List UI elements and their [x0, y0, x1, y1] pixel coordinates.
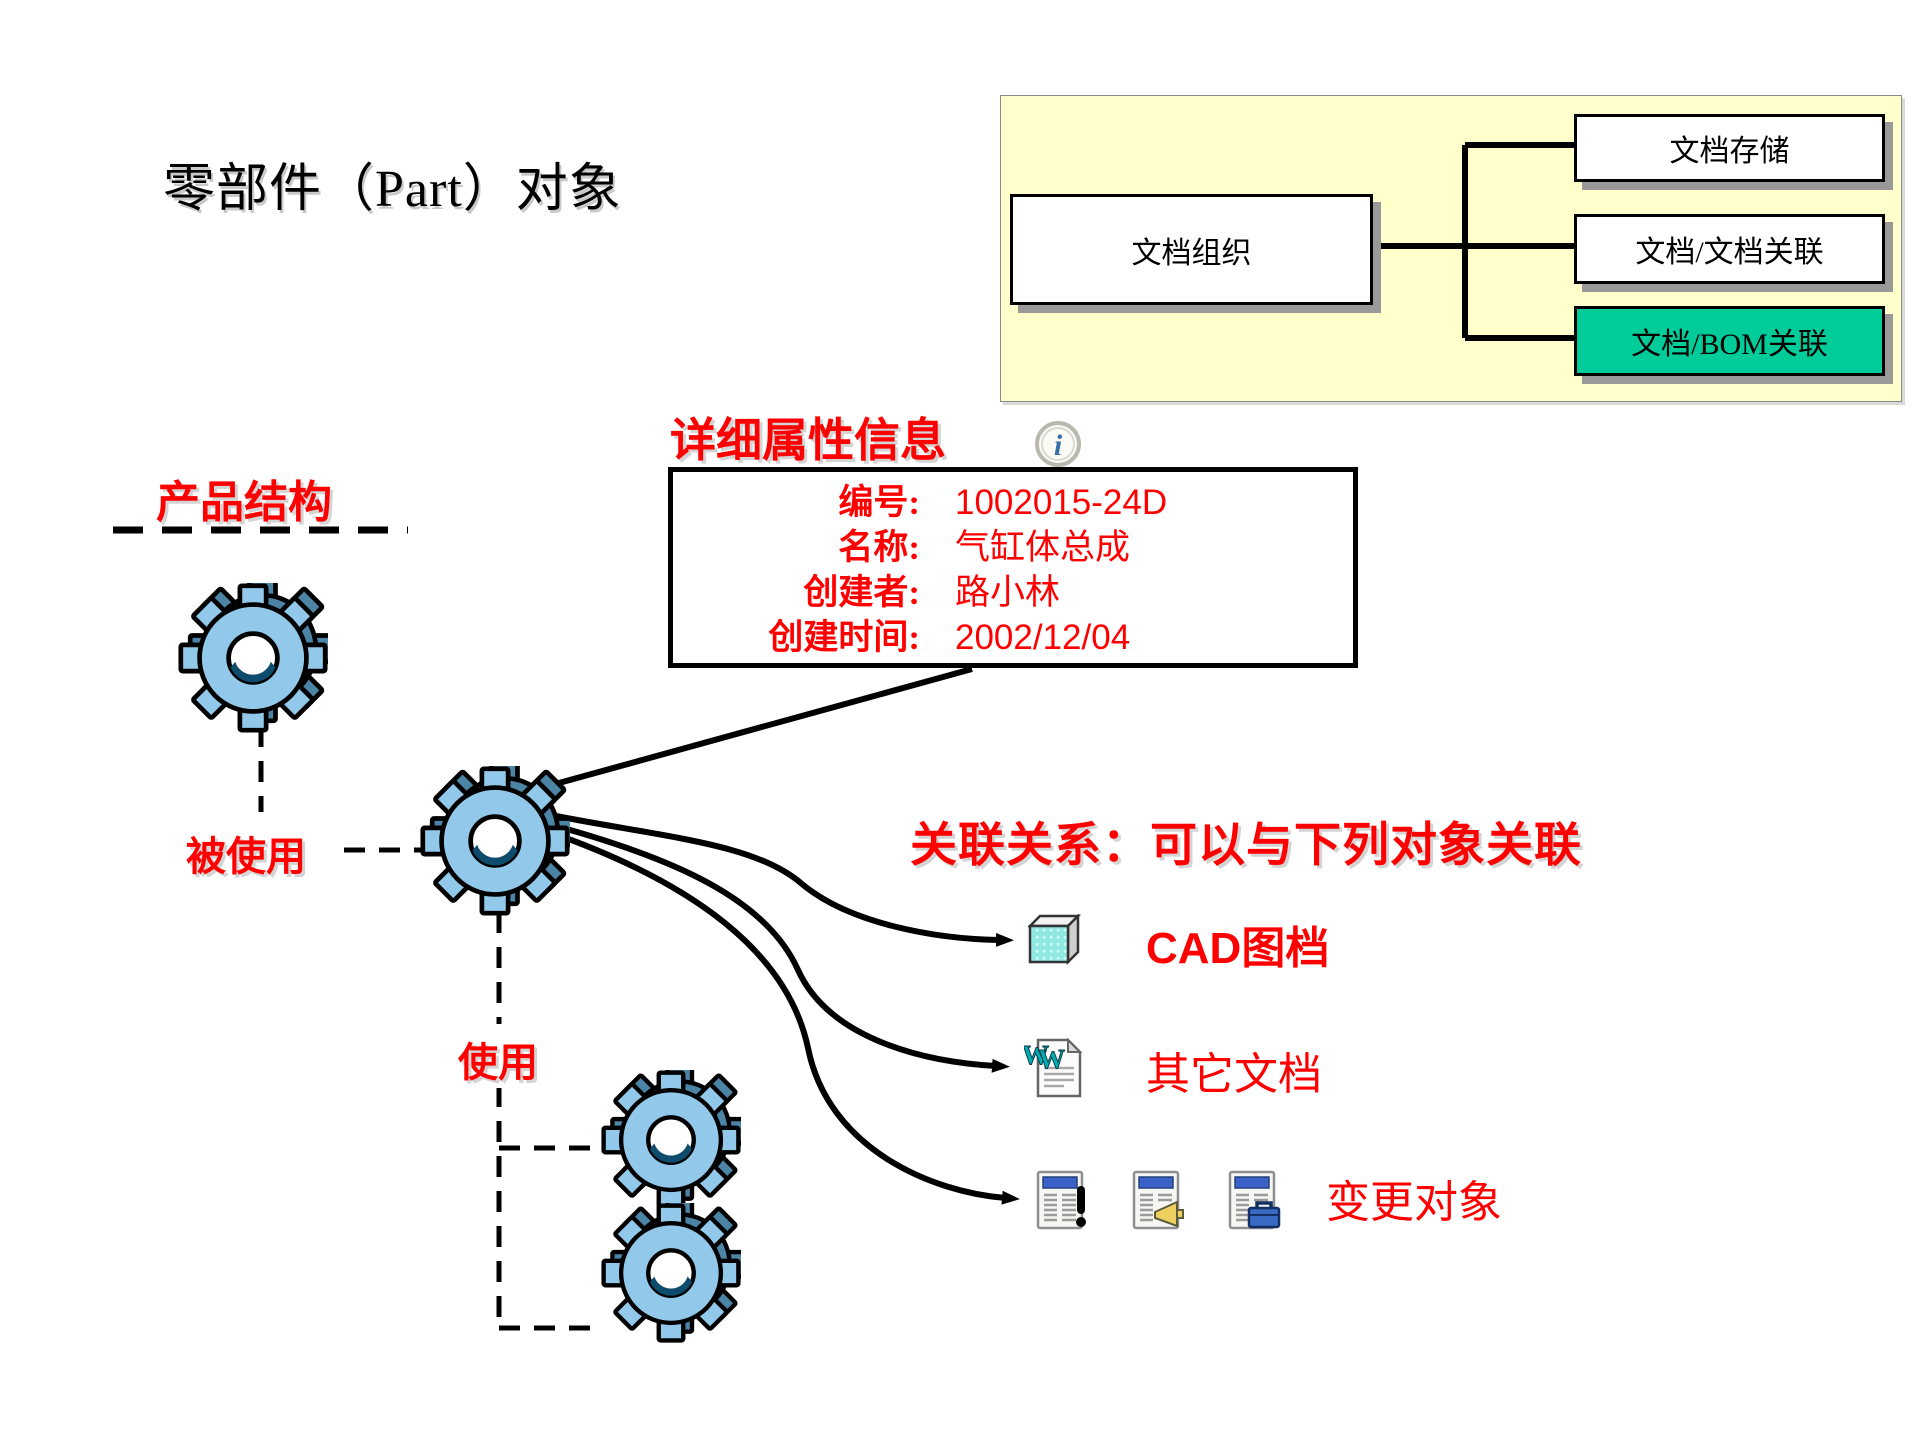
- svg-text:i: i: [1054, 429, 1063, 462]
- attr-row-number: 编号: 1002015-24D: [673, 480, 1353, 526]
- doc-tree-node-storage: 文档存储: [1574, 114, 1885, 182]
- change-form-exclamation-icon: [1035, 1170, 1089, 1230]
- change-form-briefcase-icon: [1227, 1170, 1285, 1230]
- word-document-icon: W W: [1024, 1036, 1086, 1098]
- details-heading: 详细属性信息: [670, 414, 946, 466]
- doc-tree-node-label: 文档存储: [1669, 135, 1790, 168]
- attr-label: 名称:: [838, 528, 920, 567]
- used-by-label: 被使用: [186, 835, 306, 879]
- doc-tree-node-label: 文档/文档关联: [1635, 236, 1824, 269]
- svg-text:W: W: [1038, 1044, 1065, 1074]
- assoc-item-change-label: 变更对象: [1326, 1178, 1502, 1227]
- attr-row-name: 名称: 气缸体总成: [673, 525, 1353, 571]
- attr-value: 2002/12/04: [955, 618, 1131, 657]
- details-attributes-box: 编号: 1002015-24D 名称: 气缸体总成 创建者: 路小林 创建时间:…: [668, 467, 1358, 668]
- attr-label: 编号:: [838, 483, 920, 522]
- attr-value: 路小林: [955, 573, 1061, 612]
- change-form-megaphone-icon: [1131, 1170, 1187, 1230]
- info-icon: i: [1034, 420, 1082, 468]
- attr-value: 气缸体总成: [955, 528, 1131, 567]
- arrow-to-change: [553, 831, 1020, 1205]
- doc-tree-node-doc-bom-link: 文档/BOM关联: [1574, 306, 1885, 376]
- doc-tree-node-label: 文档/BOM关联: [1631, 328, 1828, 361]
- page-title: 零部件（Part）对象: [163, 161, 622, 218]
- attr-row-creator: 创建者: 路小林: [673, 570, 1353, 616]
- gear-to-details-line: [547, 666, 973, 789]
- doc-tree-root-label: 文档组织: [1131, 236, 1252, 270]
- doc-tree-node-doc-doc-link: 文档/文档关联: [1574, 214, 1885, 284]
- child-part-gear-icon-1: [604, 1064, 748, 1208]
- structure-dashed-links: [258, 726, 603, 1331]
- child-part-gear-icon-2: [604, 1197, 748, 1341]
- assoc-item-other-doc-label: 其它文档: [1146, 1050, 1322, 1099]
- main-part-gear-icon: [423, 759, 577, 913]
- attr-label: 创建者:: [803, 573, 920, 612]
- attr-row-created-time: 创建时间: 2002/12/04: [673, 615, 1353, 661]
- doc-tree-root-box: 文档组织: [1010, 194, 1373, 305]
- uses-label: 使用: [452, 1030, 544, 1088]
- assoc-item-cad-label: CAD图档: [1146, 924, 1330, 973]
- svg-text:W: W: [1024, 1040, 1049, 1070]
- parent-part-gear-icon: [181, 576, 335, 730]
- product-structure-heading: 产品结构: [156, 478, 332, 527]
- attr-value: 1002015-24D: [955, 483, 1168, 522]
- associations-heading: 关联关系：可以与下列对象关联: [910, 818, 1582, 871]
- cad-cube-icon: [1028, 914, 1082, 966]
- attr-label: 创建时间:: [768, 618, 920, 657]
